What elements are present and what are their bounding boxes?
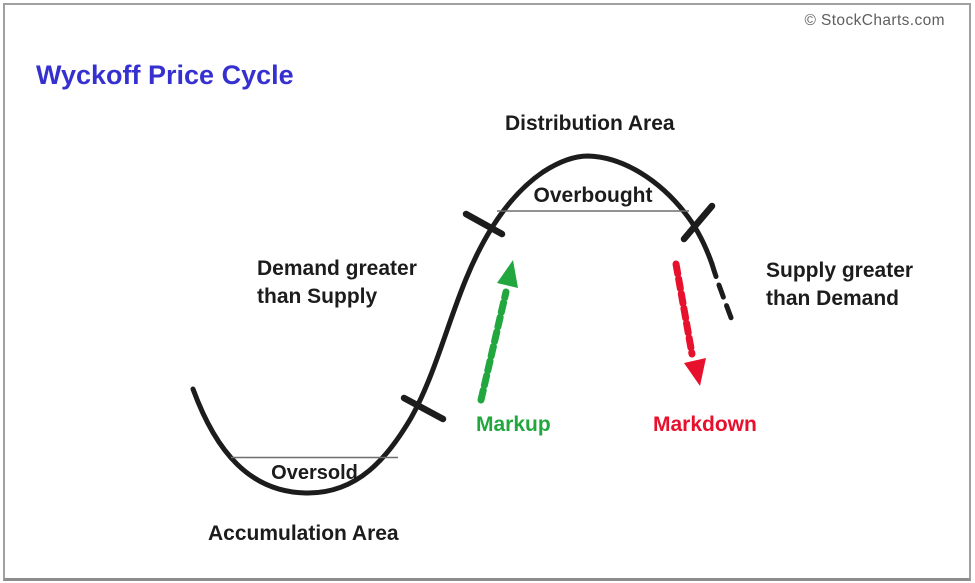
price-curve [190,153,715,496]
supply-greater-label: Supply greater than Demand [766,257,913,313]
supply-greater-line2: than Demand [766,287,900,310]
price-curve-dashed-tail [709,261,737,329]
phase-tick-markup-end [462,210,506,238]
demand-greater-line1: Demand greater [257,257,417,280]
supply-greater-line1: Supply greater [766,259,914,282]
chart-title: Wyckoff Price Cycle [36,60,294,90]
markup-phase-label: Markup [476,413,551,436]
phase-tick-markup-start [400,394,447,423]
demand-greater-line2: than Supply [257,285,378,308]
overbought-label: Overbought [533,184,653,207]
distribution-area-label: Distribution Area [505,112,675,135]
accumulation-area-label: Accumulation Area [208,522,399,545]
markdown-phase-label: Markdown [653,413,757,436]
phase-tick-markdown-start [680,202,716,243]
demand-greater-label: Demand greater than Supply [257,255,417,311]
oversold-label: Oversold [271,462,358,484]
markup-arrow [477,260,518,404]
stockcharts-watermark: © StockCharts.com [804,12,945,29]
markdown-arrow [672,260,706,386]
